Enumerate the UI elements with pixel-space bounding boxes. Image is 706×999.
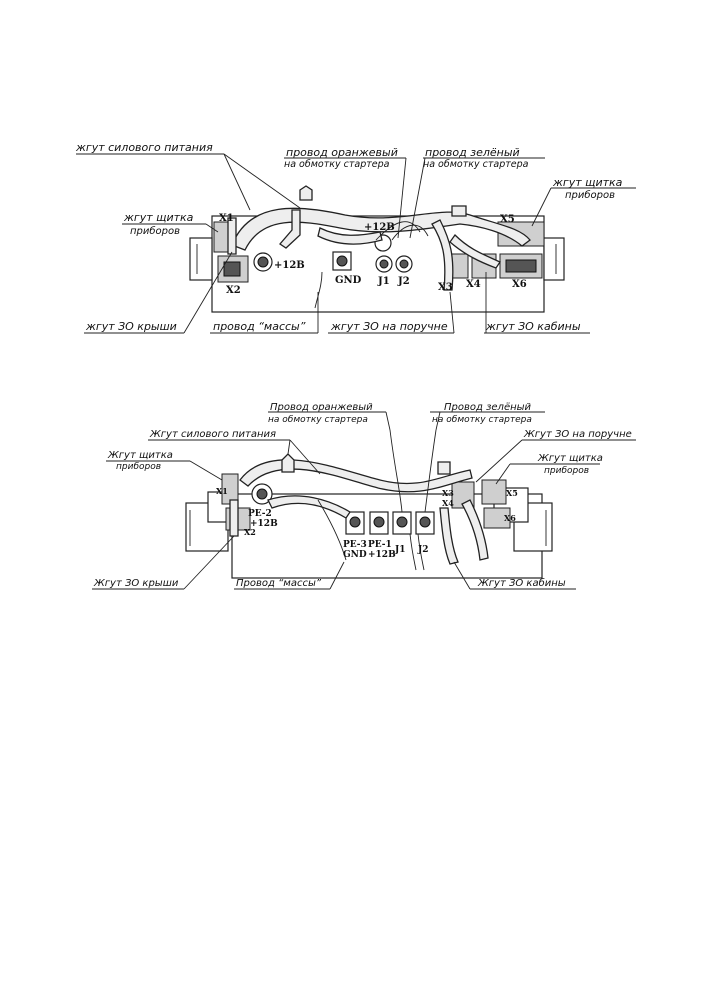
label-plus12-left: +12В <box>274 260 305 271</box>
label-gnd: GND <box>335 275 362 286</box>
label-x6: X6 <box>512 279 527 290</box>
label-x1: X1 <box>219 213 234 224</box>
callout-2-green-wire-2: на обмотку стартера <box>432 415 532 425</box>
label-2-x3: X3 <box>442 488 454 498</box>
callout-panel-harness-l-2: приборов <box>130 225 180 237</box>
label-pe2-sub: +12В <box>250 519 278 529</box>
callout-2-ground-wire: Провод “массы” <box>236 578 322 589</box>
power-harness-bundle <box>231 207 531 251</box>
callout-cabin-harness: жгут ЗО кабины <box>485 320 581 333</box>
label-2-x5: X5 <box>506 488 518 498</box>
callout-2-panel-harness-r-1: Жгут щитка <box>537 453 603 464</box>
callout-green-wire-2: на обмотку стартера <box>423 159 529 170</box>
callout-panel-harness-r-1: жгут щитка <box>552 176 623 189</box>
callout-green-wire-1: провод зелёный <box>425 146 520 159</box>
orange-wire-path-2 <box>389 429 403 513</box>
label-2-x6: X6 <box>504 513 516 523</box>
label-2-j2: J2 <box>417 545 429 555</box>
callout-2-roof-harness: Жгут ЗО крыши <box>93 578 179 589</box>
callout-orange-wire-1: провод оранжевый <box>286 146 398 159</box>
clamp-2-left <box>281 453 295 473</box>
callout-2-power-harness: Жгут силового питания <box>149 429 276 440</box>
label-pe2: PE-2 <box>248 509 272 519</box>
harness-branch-left <box>279 209 301 249</box>
callout-2-green-wire-1: Провод зелёный <box>444 402 532 413</box>
callout-2-orange-wire-2: на обмотку стартера <box>268 415 368 425</box>
left-bracket <box>189 237 213 281</box>
right-bracket <box>543 237 565 281</box>
callout-ground-wire: провод “массы” <box>213 320 306 333</box>
handrail-harness-bundle <box>431 219 454 291</box>
wire-leads-2 <box>409 533 425 571</box>
label-pe1-sub: +12В <box>368 550 396 560</box>
connector-2-x5 <box>481 479 507 505</box>
callout-2-cabin-harness: Жгут ЗО кабины <box>477 577 566 589</box>
callout-2-panel-harness-r-2: приборов <box>544 466 589 476</box>
clamp-right <box>451 205 467 217</box>
ground-wire-path <box>314 271 323 309</box>
label-pe3: PE-3 <box>343 540 367 550</box>
cabin-harness-bundle-2 <box>439 507 459 565</box>
diagram-1: X1 X2 X3 X4 X5 X6 +12В +12В GND J1 J2 жг… <box>75 141 636 334</box>
label-2-j1: J1 <box>394 545 406 555</box>
callout-2-handrail-harness: Жгут ЗО на поручне <box>523 429 632 440</box>
handrail-harness-bundle-2 <box>461 499 489 561</box>
roof-harness-bundle-2 <box>229 499 239 537</box>
label-j1: J1 <box>377 276 390 287</box>
clamp-2-right <box>437 461 451 475</box>
label-plus12-top: +12В <box>364 222 395 233</box>
roof-harness-bundle <box>227 217 237 255</box>
label-2-x2: X2 <box>244 527 256 537</box>
callout-handrail-harness: жгут ЗО на поручне <box>330 320 448 333</box>
label-x3: X3 <box>438 282 453 293</box>
harness-branch-mid <box>317 227 383 245</box>
clamp-left <box>299 185 313 201</box>
callout-2-panel-harness-l-2: приборов <box>116 462 161 472</box>
callout-power-harness: жгут силового питания <box>75 141 213 154</box>
callout-panel-harness-r-2: приборов <box>565 189 615 201</box>
label-pe1: PE-1 <box>368 540 392 550</box>
callout-2-orange-wire-1: Провод оранжевый <box>270 402 373 413</box>
callout-2-panel-harness-l-1: Жгут щитка <box>107 450 173 461</box>
label-2-x1: X1 <box>216 486 228 496</box>
callout-orange-wire-2: на обмотку стартера <box>284 159 390 170</box>
label-pe3-sub: GND <box>343 550 367 560</box>
power-harness-bundle-2 <box>239 459 473 493</box>
green-wire-path <box>391 224 429 241</box>
cabin-harness-bundle <box>449 233 501 269</box>
callout-panel-harness-l-1: жгут щитка <box>123 211 194 224</box>
connector-x2 <box>217 255 249 283</box>
diagram-2: X1 X2 X3 X4 X5 X6 PE-2 +12В PE-3 GND PE-… <box>92 402 636 590</box>
harness-2-branch <box>267 495 351 519</box>
label-x4: X4 <box>466 279 481 290</box>
green-wire-path-2 <box>424 429 437 513</box>
orange-wire-path <box>375 221 421 241</box>
label-x2: X2 <box>226 285 241 296</box>
callout-roof-harness: жгут ЗО крыши <box>85 320 177 333</box>
connector-2-x6 <box>483 507 511 529</box>
label-j2: J2 <box>397 276 410 287</box>
label-x5: X5 <box>500 214 515 225</box>
ground-wire-path-2 <box>317 499 347 561</box>
label-2-x4: X4 <box>442 498 454 508</box>
